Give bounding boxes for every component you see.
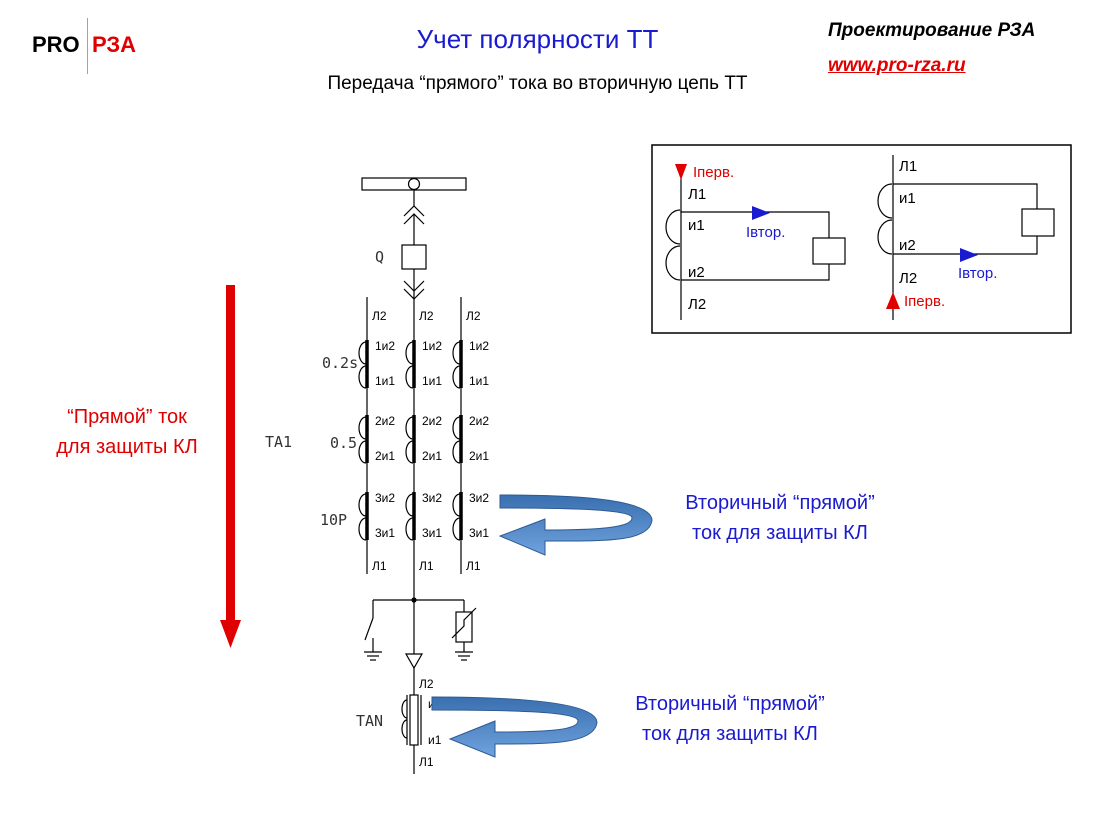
page-title: Учет полярности ТТ bbox=[416, 24, 659, 54]
phase-2-core2-winding-lower bbox=[405, 440, 414, 464]
breaker-q bbox=[401, 244, 427, 270]
ct-ta1 bbox=[358, 297, 463, 574]
phase-1-core1-term-i2: 1и2 bbox=[375, 339, 395, 353]
inset-left-isec: Івтор. bbox=[746, 224, 785, 241]
inset-left-iprim: Іперв. bbox=[693, 164, 734, 181]
logo-rza: РЗА bbox=[92, 32, 137, 57]
zct-tan bbox=[401, 694, 422, 746]
phase-3-core3-winding-upper bbox=[452, 493, 461, 517]
phase-2-core1-term-i1: 1и1 bbox=[422, 374, 442, 388]
phase-1-core1-winding-lower bbox=[358, 365, 367, 389]
inset-left-l1: Л1 bbox=[688, 186, 706, 203]
secondary-current-arrow-tan bbox=[431, 696, 598, 758]
phase-3-core3-term-i2: 3и2 bbox=[469, 491, 489, 505]
secondary-note-tan-line2: ток для защиты КЛ bbox=[642, 723, 818, 745]
class-label-05: 0.5 bbox=[330, 434, 357, 452]
zct-l1-label: Л1 bbox=[419, 755, 434, 769]
phase-1-core2-winding-lower bbox=[358, 440, 367, 464]
phase-2-core1-winding-lower bbox=[405, 365, 414, 389]
inset-right-i2: и2 bbox=[899, 237, 916, 254]
inset-right-isec: Івтор. bbox=[958, 265, 997, 282]
logo-pro: PRO bbox=[32, 32, 80, 57]
phase-2-core2-term-i2: 2и2 bbox=[422, 414, 442, 428]
inset-left-l2: Л2 bbox=[688, 296, 706, 313]
page-subtitle: Передача “прямого” тока во вторичную цеп… bbox=[327, 73, 748, 94]
phase-1-top-terminal: Л2 bbox=[372, 309, 387, 323]
logo-divider bbox=[87, 18, 88, 74]
ground-section bbox=[364, 574, 477, 774]
direct-current-arrow bbox=[220, 285, 241, 648]
class-label-02s: 0.2s bbox=[322, 354, 358, 372]
phase-1-core3-term-i1: 3и1 bbox=[375, 526, 395, 540]
phase-3-core2-winding-lower bbox=[452, 440, 461, 464]
zct-l2-label: Л2 bbox=[419, 677, 434, 691]
disconnector-lower bbox=[403, 269, 425, 300]
phase-1-core3-term-i2: 3и2 bbox=[375, 491, 395, 505]
secondary-note-tan: Вторичный “прямой” ток для защиты КЛ bbox=[580, 689, 880, 749]
phase-2-core3-winding-upper bbox=[405, 493, 414, 517]
phase-3-top-terminal: Л2 bbox=[466, 309, 481, 323]
phase-2-core1-winding-upper bbox=[405, 341, 414, 365]
secondary-note-ta1-line1: Вторичный “прямой” bbox=[685, 492, 875, 514]
secondary-note-tan-line1: Вторичный “прямой” bbox=[635, 693, 825, 715]
direct-current-note-line1: “Прямой” ток bbox=[67, 406, 187, 428]
class-label-10p: 10P bbox=[320, 511, 347, 529]
phase-1-core2-winding-upper bbox=[358, 416, 367, 440]
phase-2-core3-term-i2: 3и2 bbox=[422, 491, 442, 505]
phase-3-core1-winding-lower bbox=[452, 365, 461, 389]
phase-1-core3-winding-lower bbox=[358, 517, 367, 541]
phase-3-core1-term-i2: 1и2 bbox=[469, 339, 489, 353]
phase-2-core2-winding-upper bbox=[405, 416, 414, 440]
phase-3-core2-term-i1: 2и1 bbox=[469, 449, 489, 463]
brand-name: Проектирование РЗА bbox=[828, 20, 1036, 41]
phase-3-core3-winding-lower bbox=[452, 517, 461, 541]
direct-current-note-line2: для защиты КЛ bbox=[56, 436, 198, 458]
secondary-note-ta1: Вторичный “прямой” ток для защиты КЛ bbox=[630, 488, 930, 548]
zct-i1-label: и1 bbox=[428, 733, 442, 747]
inset-right-i1: и1 bbox=[899, 190, 916, 207]
inset-right-iprim: Іперв. bbox=[904, 293, 945, 310]
phase-2-top-terminal: Л2 bbox=[419, 309, 434, 323]
phase-2-core3-winding-lower bbox=[405, 517, 414, 541]
secondary-note-ta1-line2: ток для защиты КЛ bbox=[692, 522, 868, 544]
zct-name-label: TAN bbox=[356, 712, 383, 730]
phase-2-core1-term-i2: 1и2 bbox=[422, 339, 442, 353]
inset-left-i2: и2 bbox=[688, 264, 705, 281]
phase-1-core1-winding-upper bbox=[358, 341, 367, 365]
inset-left-i1: и1 bbox=[688, 217, 705, 234]
inset-right-l2: Л2 bbox=[899, 270, 917, 287]
phase-1-core3-winding-upper bbox=[358, 493, 367, 517]
phase-3-core3-term-i1: 3и1 bbox=[469, 526, 489, 540]
phase-3-core1-winding-upper bbox=[452, 341, 461, 365]
phase-1-core2-term-i2: 2и2 bbox=[375, 414, 395, 428]
phase-3-core1-term-i1: 1и1 bbox=[469, 374, 489, 388]
phase-3-core2-term-i2: 2и2 bbox=[469, 414, 489, 428]
busbar bbox=[361, 177, 467, 245]
inset-right-l1: Л1 bbox=[899, 158, 917, 175]
ct-name-label: ТА1 bbox=[265, 433, 292, 451]
phase-2-core3-term-i1: 3и1 bbox=[422, 526, 442, 540]
secondary-current-arrow-ta1 bbox=[498, 494, 653, 556]
polarity-inset bbox=[651, 144, 1072, 334]
phase-2-core2-term-i1: 2и1 bbox=[422, 449, 442, 463]
phase-1-bottom-terminal: Л1 bbox=[372, 559, 387, 573]
phase-3-bottom-terminal: Л1 bbox=[466, 559, 481, 573]
breaker-q-label: Q bbox=[375, 248, 384, 266]
phase-1-core2-term-i1: 2и1 bbox=[375, 449, 395, 463]
phase-2-bottom-terminal: Л1 bbox=[419, 559, 434, 573]
phase-1-core1-term-i1: 1и1 bbox=[375, 374, 395, 388]
direct-current-note: “Прямой” ток для защиты КЛ bbox=[22, 402, 232, 462]
phase-3-core2-winding-upper bbox=[452, 416, 461, 440]
brand-url-link[interactable]: www.pro-rza.ru bbox=[828, 55, 966, 76]
